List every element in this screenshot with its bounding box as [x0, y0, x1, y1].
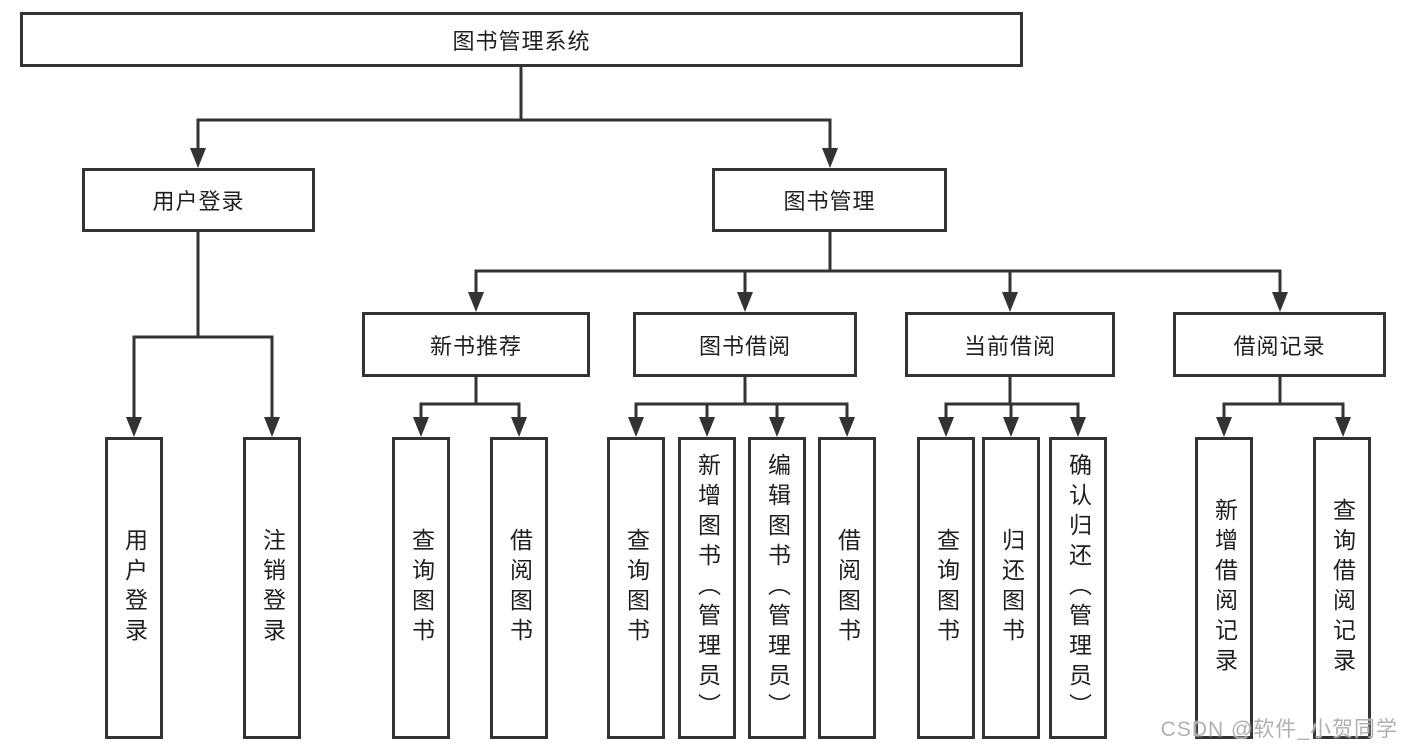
node-label: 确认归还（管理员）: [1065, 453, 1092, 723]
node-label: 图书管理系统: [452, 28, 591, 54]
leaf-borrow-add-books-admin: 新增图书（管理员）: [678, 437, 736, 739]
arrow-icon: [839, 417, 855, 437]
arrow-icon: [1272, 292, 1288, 312]
leaf-logout: 注销登录: [243, 437, 301, 739]
node-label: 新书推荐: [429, 333, 522, 359]
leaf-current-query-books: 查询图书: [917, 437, 975, 739]
connector-root-to-level2: [196, 67, 832, 150]
arrow-icon: [190, 148, 206, 168]
node-book-management: 图书管理: [712, 168, 947, 232]
arrow-icon: [1335, 417, 1351, 437]
node-label: 用户登录: [152, 189, 245, 214]
arrow-icon: [1216, 417, 1232, 437]
node-label: 编辑图书（管理员）: [764, 453, 791, 723]
connector-borrowrecord-branch: [1222, 377, 1345, 419]
connector-bookmgmt-branch: [474, 232, 1282, 294]
connector-userlogin-branch: [132, 232, 274, 419]
node-label: 查询借阅记录: [1329, 498, 1356, 678]
node-label: 图书借阅: [698, 333, 791, 359]
arrowheads: [126, 148, 1351, 437]
arrow-icon: [699, 417, 715, 437]
node-label: 借阅图书: [506, 528, 533, 648]
leaf-current-confirm-return-admin: 确认归还（管理员）: [1049, 437, 1107, 739]
node-label: 注销登录: [259, 528, 286, 648]
node-book-borrow: 图书借阅: [633, 312, 857, 377]
connector-newbookrec-branch: [419, 377, 521, 419]
arrow-icon: [1003, 417, 1019, 437]
connector-currentborrow-branch: [944, 377, 1080, 419]
node-label: 查询图书: [408, 528, 435, 648]
arrow-icon: [737, 292, 753, 312]
leaf-current-return-books: 归还图书: [982, 437, 1040, 739]
arrow-icon: [126, 417, 142, 437]
node-user-login: 用户登录: [82, 168, 315, 232]
leaf-borrow-borrow-books: 借阅图书: [818, 437, 876, 739]
leaf-newbook-borrow-books: 借阅图书: [490, 437, 548, 739]
leaf-record-add-borrow-record: 新增借阅记录: [1195, 437, 1253, 739]
node-label: 查询图书: [623, 528, 650, 648]
node-label: 新增借阅记录: [1211, 498, 1238, 678]
connector-bookborrow-branch: [634, 377, 849, 419]
node-label: 归还图书: [998, 528, 1025, 648]
node-root-library-system: 图书管理系统: [20, 12, 1023, 67]
node-label: 借阅记录: [1233, 333, 1326, 359]
node-label: 图书管理: [783, 189, 876, 214]
node-new-book-recommend: 新书推荐: [362, 312, 590, 377]
leaf-newbook-query-books: 查询图书: [392, 437, 450, 739]
leaf-borrow-query-books: 查询图书: [607, 437, 665, 739]
node-borrow-record: 借阅记录: [1173, 312, 1386, 377]
node-label: 当前借阅: [963, 333, 1056, 359]
arrow-icon: [628, 417, 644, 437]
node-label: 用户登录: [121, 528, 148, 648]
arrow-icon: [413, 417, 429, 437]
node-current-borrow: 当前借阅: [905, 312, 1115, 377]
node-label: 查询图书: [933, 528, 960, 648]
leaf-user-login: 用户登录: [105, 437, 163, 739]
arrow-icon: [769, 417, 785, 437]
csdn-watermark: CSDN @软件_小贺同学: [1160, 718, 1398, 741]
arrow-icon: [1070, 417, 1086, 437]
arrow-icon: [511, 417, 527, 437]
leaf-borrow-edit-books-admin: 编辑图书（管理员）: [748, 437, 806, 739]
arrow-icon: [264, 417, 280, 437]
arrow-icon: [938, 417, 954, 437]
arrow-icon: [822, 148, 838, 168]
node-label: 借阅图书: [834, 528, 861, 648]
leaf-record-query-borrow-record: 查询借阅记录: [1313, 437, 1371, 739]
node-label: 新增图书（管理员）: [694, 453, 721, 723]
arrow-icon: [468, 292, 484, 312]
arrow-icon: [1002, 292, 1018, 312]
